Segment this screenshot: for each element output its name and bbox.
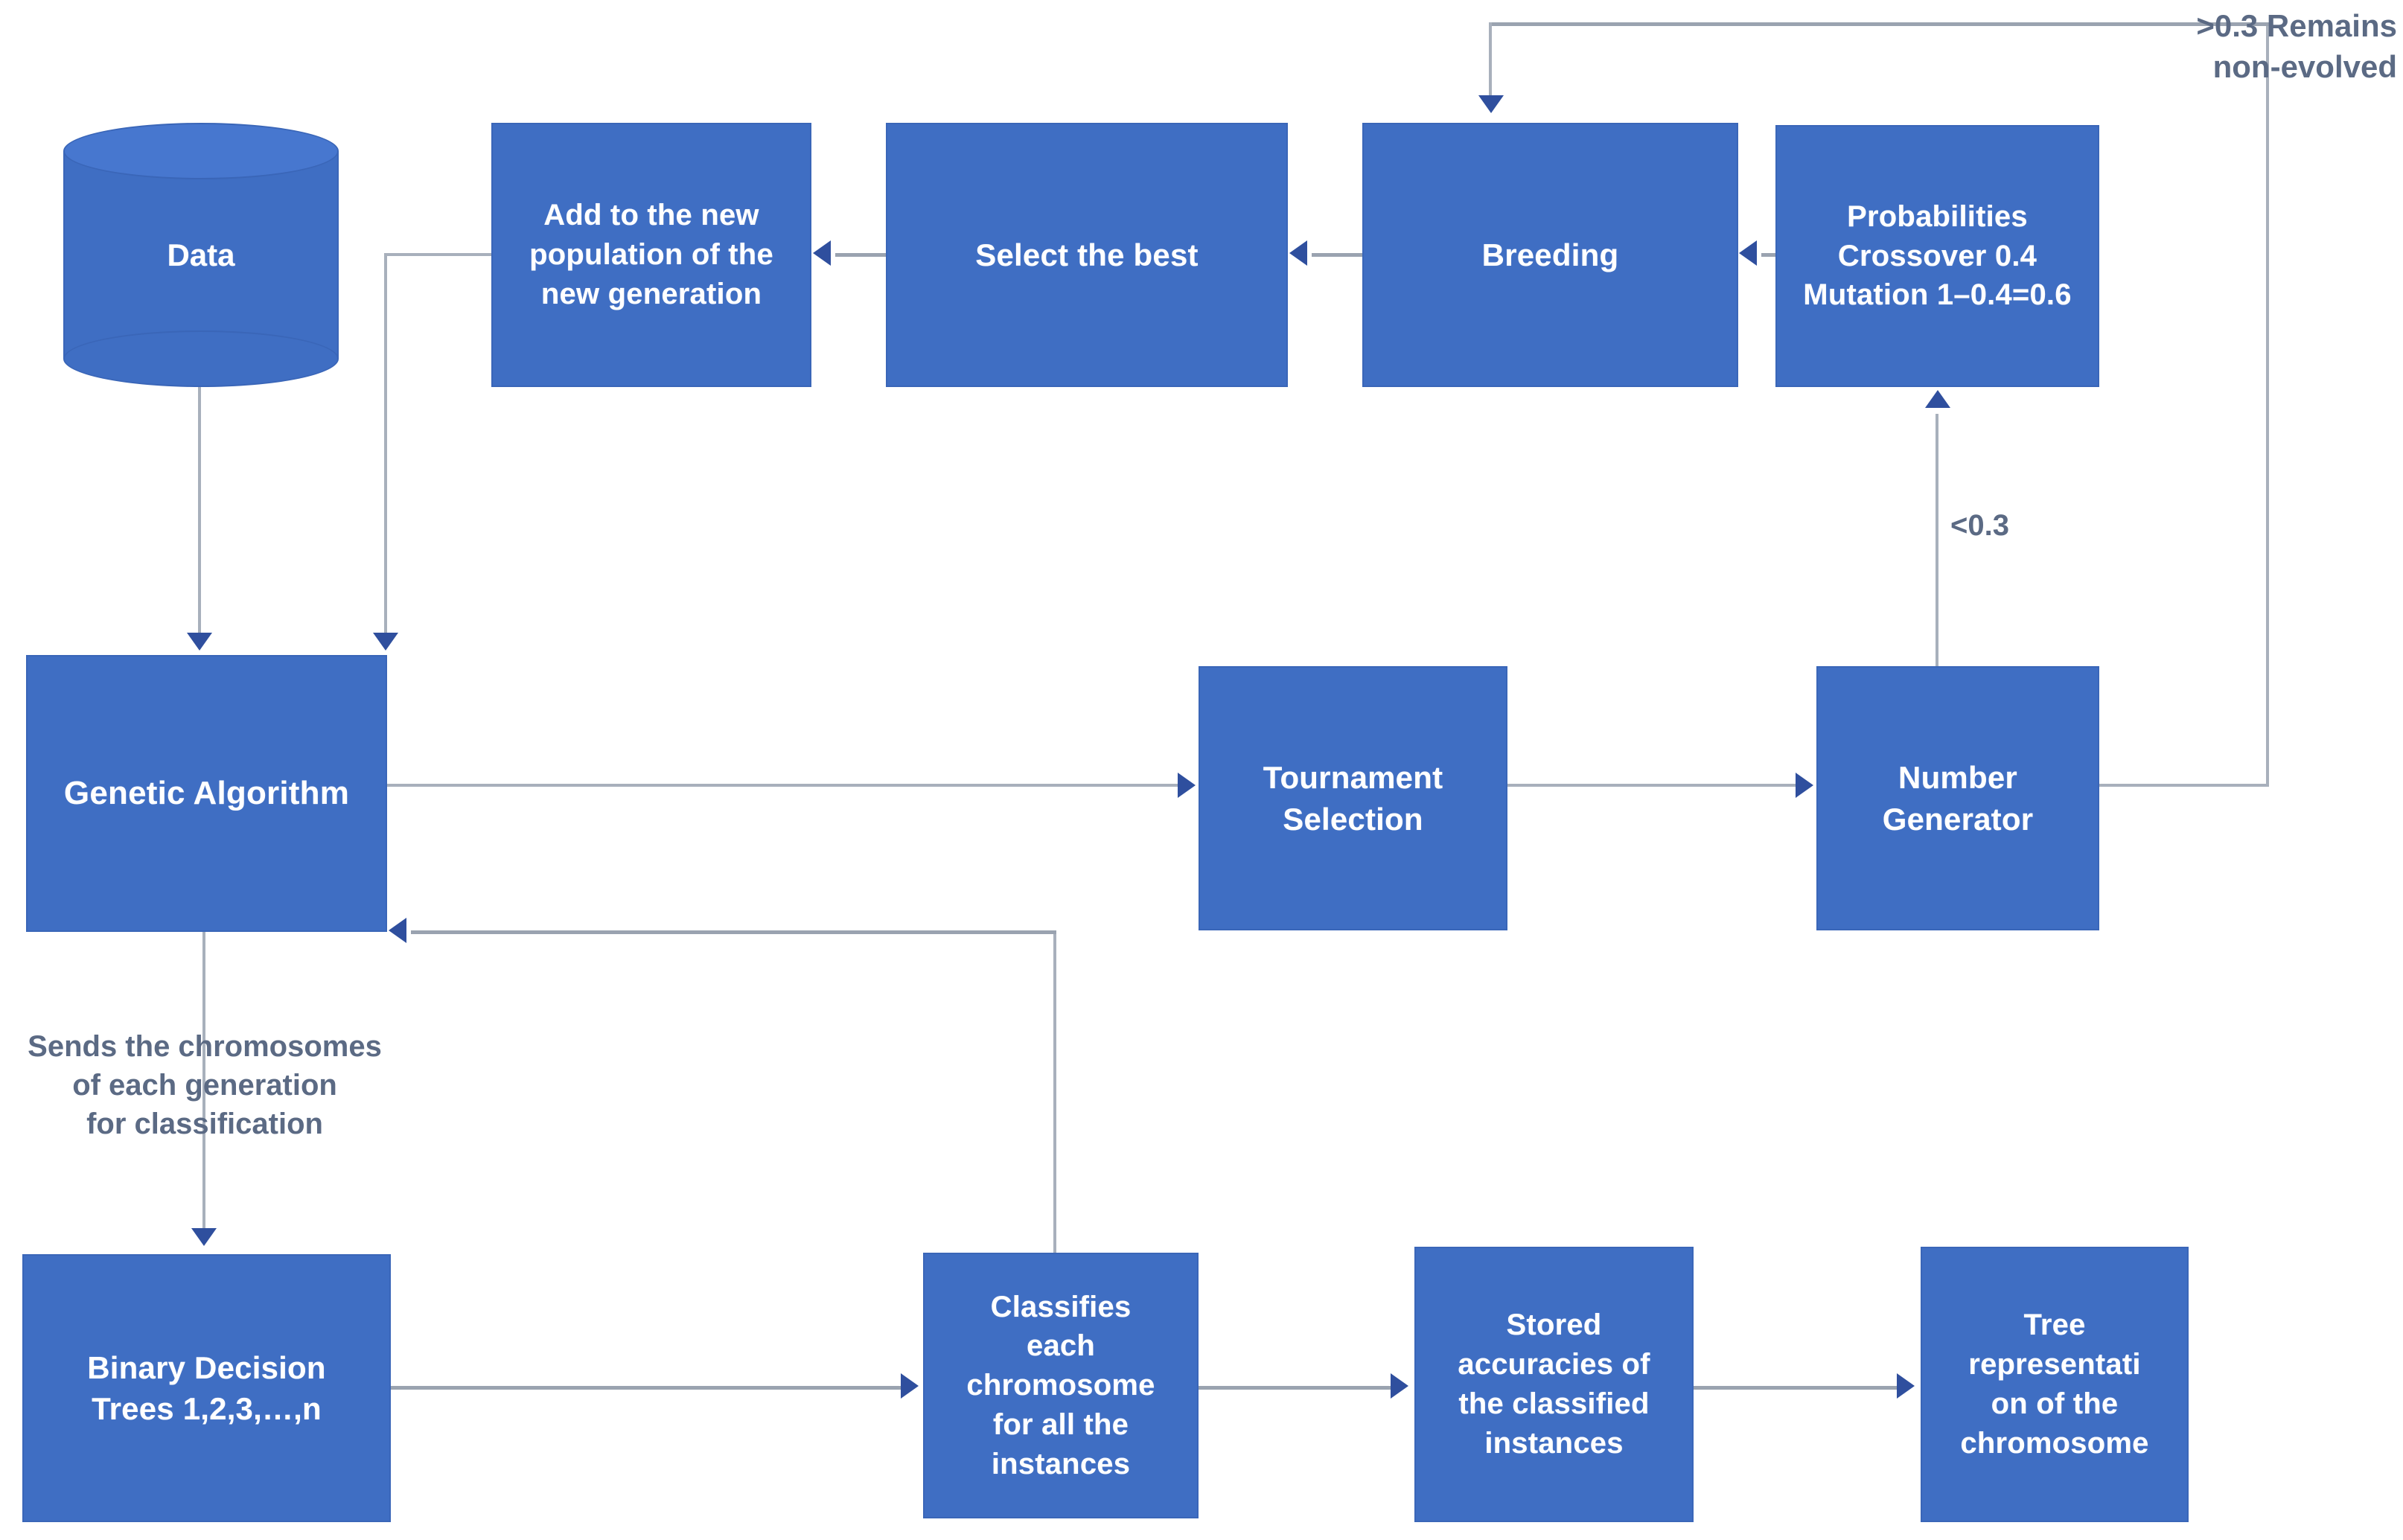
node-probabilities-label: Probabilities Crossover 0.4 Mutation 1–0… [1803, 199, 2072, 312]
edge-addpop-to-ga-vertical [384, 253, 387, 634]
node-tree-representation[interactable]: Tree representati on of the chromosome [1921, 1247, 2189, 1522]
arrowhead-classifies-feedback-to-ga [389, 918, 406, 943]
arrowhead-ga-to-binary-decision-trees [191, 1228, 217, 1246]
node-stored-accuracies[interactable]: Stored accuracies of the classified inst… [1414, 1247, 1694, 1522]
arrowhead-loop-to-breeding [1478, 95, 1504, 113]
node-add-to-new-population-label: Add to the new population of the new gen… [529, 199, 773, 310]
arrowhead-numbergen-to-probabilities [1925, 390, 1950, 408]
node-data[interactable]: Data [63, 123, 339, 387]
edge-selectbest-to-addpop [835, 253, 887, 257]
edge-numbergen-loop-right [2098, 784, 2269, 787]
node-breeding[interactable]: Breeding [1362, 123, 1738, 387]
node-binary-decision-trees[interactable]: Binary Decision Trees 1,2,3,…,n [22, 1254, 391, 1522]
node-number-generator-label: Number Generator [1882, 760, 2034, 837]
node-genetic-algorithm-label: Genetic Algorithm [63, 774, 350, 811]
node-add-to-new-population[interactable]: Add to the new population of the new gen… [491, 123, 811, 387]
arrowhead-breeding-to-selectbest [1289, 240, 1307, 266]
node-select-the-best-label: Select the best [975, 237, 1199, 272]
edge-stored-accuracies-to-tree-representation [1694, 1386, 1898, 1390]
edge-numbergen-loop-up [2266, 22, 2269, 787]
node-breeding-label: Breeding [1481, 237, 1619, 272]
node-data-label: Data [167, 237, 235, 272]
edge-classifies-feedback-left [411, 930, 1056, 934]
annotation-remains-non-evolved: >0.3 Remains non-evolved [2196, 8, 2397, 84]
node-classifies-each-chromosome[interactable]: Classifies each chromosome for all the i… [923, 1253, 1199, 1518]
edge-tournament-to-number-generator [1507, 784, 1796, 787]
node-genetic-algorithm[interactable]: Genetic Algorithm [26, 655, 387, 932]
edge-probabilities-to-breeding [1761, 253, 1778, 257]
edge-numbergen-loop-down-to-breeding [1489, 22, 1492, 100]
arrowhead-tournament-to-number-generator [1796, 773, 1813, 798]
edge-classifies-to-stored-accuracies [1199, 1386, 1392, 1390]
arrowhead-selectbest-to-addpop [813, 240, 831, 266]
node-number-generator[interactable]: Number Generator [1816, 666, 2099, 930]
annotation-sends-chromosomes: Sends the chromosomes of each generation… [28, 1030, 382, 1140]
arrowhead-data-to-genetic-algorithm [187, 633, 212, 651]
edge-numbergen-to-probabilities [1936, 414, 1938, 670]
node-tree-representation-label: Tree representati on of the chromosome [1960, 1309, 2149, 1460]
node-tournament-selection-label: Tournament Selection [1263, 760, 1443, 837]
node-classifies-each-chromosome-label: Classifies each chromosome for all the i… [966, 1290, 1155, 1480]
edge-data-to-genetic-algorithm [198, 372, 201, 634]
arrowhead-ga-to-tournament-selection [1178, 773, 1196, 798]
edge-bdt-to-classifies [391, 1386, 902, 1390]
edge-breeding-to-selectbest [1312, 253, 1364, 257]
edge-classifies-feedback-up [1053, 932, 1056, 1253]
arrowhead-addpop-to-genetic-algorithm [373, 633, 398, 651]
cylinder-top-cap [63, 123, 339, 179]
edge-addpop-to-ga-horizontal [384, 253, 494, 256]
arrowhead-classifies-to-stored-accuracies [1391, 1373, 1408, 1399]
cylinder-body [63, 151, 339, 359]
node-probabilities[interactable]: Probabilities Crossover 0.4 Mutation 1–0… [1775, 125, 2099, 387]
annotation-less-than-threshold: <0.3 [1950, 509, 2009, 542]
arrowhead-bdt-to-classifies [901, 1373, 919, 1399]
edge-numbergen-loop-top [1489, 22, 2269, 26]
arrowhead-stored-accuracies-to-tree-representation [1897, 1373, 1915, 1399]
node-binary-decision-trees-label: Binary Decision Trees 1,2,3,…,n [87, 1349, 326, 1426]
node-tournament-selection[interactable]: Tournament Selection [1199, 666, 1507, 930]
edge-ga-to-tournament-selection [387, 784, 1178, 787]
node-stored-accuracies-label: Stored accuracies of the classified inst… [1458, 1309, 1650, 1460]
node-select-the-best[interactable]: Select the best [886, 123, 1288, 387]
edge-ga-to-binary-decision-trees [202, 932, 205, 1232]
cylinder-bottom-cap [63, 330, 339, 387]
arrowhead-probabilities-to-breeding [1739, 240, 1757, 266]
